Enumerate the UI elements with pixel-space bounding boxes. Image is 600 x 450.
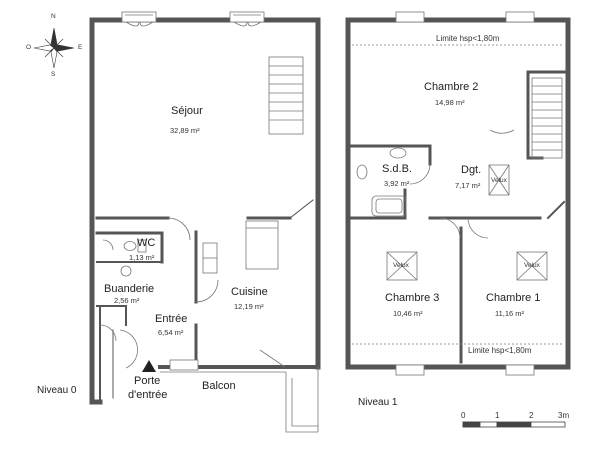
ground-floor-details [99,11,319,433]
room-wc-name: WC [137,237,156,249]
compass-south-label: S [51,71,56,78]
room-sdb-area: 3,92 m² [384,179,410,188]
room-chambre2-area: 14,98 m² [435,98,465,107]
velux-chambre1-label: Velux [524,262,540,269]
height-limit-bottom-label: Limite hsp<1,80m [468,346,532,355]
velux-chambre3-label: Velux [393,262,409,269]
room-buanderie-area: 2,56 m² [114,296,140,305]
scale-tick-3: 3m [558,411,570,420]
room-chambre1-area: 11,16 m² [495,309,525,318]
room-chambre3-area: 10,46 m² [393,309,423,318]
scale-tick-1: 1 [495,411,500,420]
scale-tick-0: 0 [461,411,466,420]
scale-tick-2: 2 [529,411,534,420]
room-buanderie-name: Buanderie [104,283,155,295]
compass-rose [33,27,75,69]
front-door-label-line2: d'entrée [128,389,168,401]
room-sejour-name: Séjour [171,105,203,117]
level-0-label: Niveau 0 [37,385,77,396]
room-cuisine-name: Cuisine [231,286,268,298]
entrance-arrow-icon [142,360,156,372]
ground-floor-walls [89,17,321,405]
room-chambre2-name: Chambre 2 [424,81,479,93]
room-cuisine-area: 12,19 m² [234,302,264,311]
room-entree-area: 6,54 m² [158,328,184,337]
room-sejour-area: 32,89 m² [170,126,200,135]
compass-north-label: N [51,13,56,20]
room-dgt-name: Dgt. [461,164,482,176]
height-limit-top-label: Limite hsp<1,80m [436,34,500,43]
front-door-label-line1: Porte [134,375,161,387]
scale-bar [462,421,566,428]
compass-west-label: O [26,44,32,51]
upper-floor-walls [345,17,571,370]
level-1-label: Niveau 1 [358,397,398,408]
room-sdb-name: S.d.B. [382,163,412,175]
upper-floor-details [352,11,564,376]
room-dgt-area: 7,17 m² [455,181,481,190]
compass-east-label: E [78,44,83,51]
room-chambre3-name: Chambre 3 [385,292,440,304]
room-balcon-name: Balcon [202,380,236,392]
room-entree-name: Entrée [155,313,188,325]
room-wc-area: 1,13 m² [129,253,155,262]
room-chambre1-name: Chambre 1 [486,292,541,304]
velux-dgt-label: Velux [491,177,507,184]
